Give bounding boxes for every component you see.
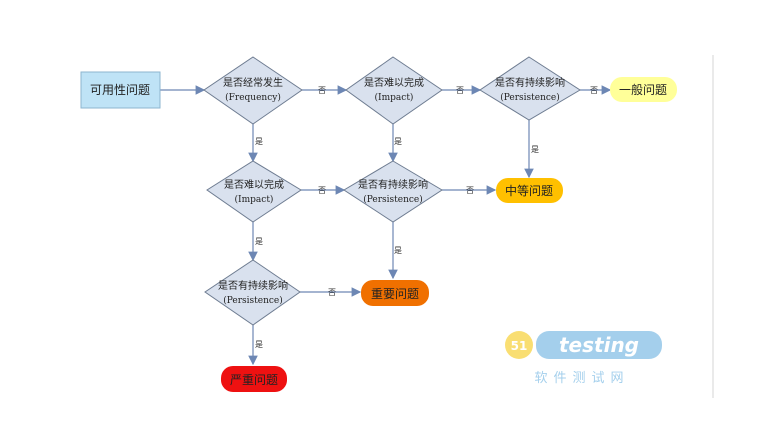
decision-diamond xyxy=(345,56,443,125)
decision-diamond xyxy=(203,56,303,125)
decision-question: 是否有持续影响 xyxy=(218,279,288,292)
watermark-subtitle: 软件测试网 xyxy=(534,371,629,386)
outcome-pill xyxy=(496,178,563,203)
decision-term: (Impact) xyxy=(375,92,414,103)
outcome-general: 一般问题 xyxy=(610,77,677,102)
decision-frequency: 是否经常发生 (Frequency) xyxy=(203,56,303,125)
watermark-banner xyxy=(536,331,662,359)
edge-label-yes: 是 xyxy=(394,137,402,146)
edge-label-yes: 是 xyxy=(531,145,539,154)
edge-label-no: 否 xyxy=(318,186,326,195)
edge-label-yes: 是 xyxy=(255,340,263,349)
decision-diamond xyxy=(206,160,302,223)
decision-persistence-low: 是否有持续影响 (Persistence) xyxy=(204,259,301,326)
decision-term: (Impact) xyxy=(235,194,274,205)
decision-persistence-top: 是否有持续影响 (Persistence) xyxy=(479,56,581,121)
start-label: 可用性问题 xyxy=(90,83,150,97)
decision-diamond xyxy=(343,160,443,223)
outcome-label: 重要问题 xyxy=(371,287,419,301)
decision-term: (Persistence) xyxy=(500,92,560,103)
decision-diamond xyxy=(204,259,301,326)
connectors xyxy=(160,85,612,366)
edge-labels: 否 否 否 否 否 否 是 是 是 是 是 是 xyxy=(255,86,598,349)
decision-question: 是否经常发生 xyxy=(223,76,283,89)
outcome-pill xyxy=(361,280,429,306)
decision-impact-mid: 是否难以完成 (Impact) xyxy=(206,160,302,223)
decision-impact-top: 是否难以完成 (Impact) xyxy=(345,56,443,125)
outcome-label: 严重问题 xyxy=(230,373,278,387)
watermark-badge-text: 51 xyxy=(511,339,528,353)
decision-question: 是否有持续影响 xyxy=(495,76,565,89)
edge-label-yes: 是 xyxy=(255,237,263,246)
edge-label-no: 否 xyxy=(456,86,464,95)
decision-term: (Persistence) xyxy=(223,295,283,306)
edge-label-no: 否 xyxy=(328,288,336,297)
decision-question: 是否有持续影响 xyxy=(358,178,428,191)
edge-label-no: 否 xyxy=(318,86,326,95)
outcome-important: 重要问题 xyxy=(361,280,429,306)
edge-label-no: 否 xyxy=(590,86,598,95)
edge-label-no: 否 xyxy=(466,186,474,195)
start-node: 可用性问题 xyxy=(80,71,161,109)
outcome-pill xyxy=(221,366,287,392)
watermark-badge xyxy=(505,331,533,359)
outcome-label: 中等问题 xyxy=(505,183,553,198)
testing-watermark: 51 testing 软件测试网 xyxy=(505,331,662,386)
decision-diamond xyxy=(479,56,581,121)
decision-term: (Persistence) xyxy=(363,194,423,205)
decision-persistence-mid: 是否有持续影响 (Persistence) xyxy=(343,160,443,223)
decision-question: 是否难以完成 xyxy=(224,178,284,191)
outcome-severe: 严重问题 xyxy=(221,366,287,392)
watermark-brand: testing xyxy=(559,333,639,357)
decision-question: 是否难以完成 xyxy=(364,76,424,89)
edge-label-yes: 是 xyxy=(394,246,402,255)
edge-label-yes: 是 xyxy=(255,137,263,146)
outcome-medium: 中等问题 xyxy=(496,178,563,203)
outcome-label: 一般问题 xyxy=(619,82,667,97)
start-box xyxy=(80,71,161,109)
outcome-pill xyxy=(610,77,677,102)
decision-term: (Frequency) xyxy=(225,92,281,103)
